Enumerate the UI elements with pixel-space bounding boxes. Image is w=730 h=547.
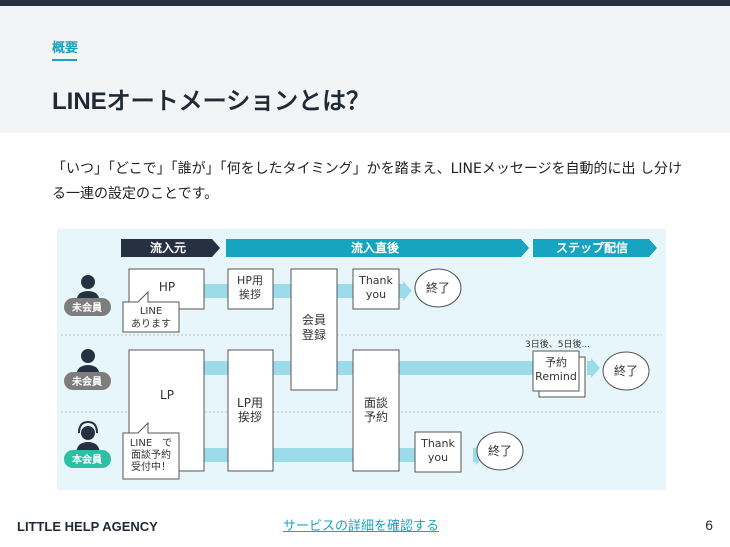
user-row2: 未会員 xyxy=(64,349,111,390)
flow-arrow-row1-d xyxy=(399,281,412,301)
end-node-row1 xyxy=(414,268,462,308)
end-node-row1-label: 終了 xyxy=(426,280,450,295)
thank-you-box-row1 xyxy=(352,268,400,310)
section-underline xyxy=(52,59,77,61)
interview-booking-box xyxy=(352,349,400,472)
flow-arrow-row3-a xyxy=(204,448,228,462)
non-member-badge xyxy=(64,372,111,390)
lp-greeting-line2: 挨拶 xyxy=(238,409,262,424)
line-callout-row1-line1: LINE xyxy=(140,306,162,317)
service-details-link[interactable]: サービスの詳細を確認する xyxy=(283,519,440,534)
thank-you-row3-line1: Thank xyxy=(420,437,455,450)
flow-arrow-row1-c xyxy=(337,284,353,298)
lp-greeting-box xyxy=(227,349,274,472)
top-bar xyxy=(0,0,730,6)
flow-arrow-row2-d xyxy=(399,361,533,375)
interview-booking-line1: 面談 xyxy=(364,395,388,410)
thank-you-row1-line1: Thank xyxy=(358,274,393,287)
person-icon xyxy=(81,349,95,363)
lp-greeting-line1: LP用 xyxy=(237,396,263,410)
member-badge xyxy=(64,450,111,468)
slide-header: 概要 LINEオートメーションとは？ xyxy=(0,6,730,133)
non-member-badge xyxy=(64,298,111,316)
remind-box-line1: 予約 xyxy=(545,355,567,369)
phase-step-arrow xyxy=(533,239,657,257)
line-callout-row1 xyxy=(122,290,180,333)
line-callout-row3 xyxy=(122,421,180,480)
hp-greeting-line2: 挨拶 xyxy=(239,287,261,301)
page-number: 6 xyxy=(705,517,713,533)
flow-arrow-row2-c xyxy=(337,361,353,375)
automation-flow-diagram: 流入元 流入直後 ステップ配信 未会員 xyxy=(57,229,666,490)
flow-arrow-row2-b xyxy=(273,361,291,375)
person-icon xyxy=(81,275,95,289)
lp-box-label: LP xyxy=(160,388,174,402)
thank-you-row3-line2: you xyxy=(428,451,448,464)
line-callout-row3-line3: 受付中！ xyxy=(131,460,171,473)
line-callout-row3-line2: 面談予約 xyxy=(131,448,171,461)
user-row3: 本会員 xyxy=(64,420,111,468)
flow-arrow-row2-e xyxy=(587,358,600,378)
hp-box-label: HP xyxy=(159,280,175,294)
user-row1: 未会員 xyxy=(64,275,111,316)
interview-booking-line2: 予約 xyxy=(364,409,388,424)
hp-greeting-line1: HP用 xyxy=(237,274,263,287)
phase-source-arrow xyxy=(121,239,220,257)
flow-arrow-row1-b xyxy=(273,284,291,298)
member-registration-line2: 登録 xyxy=(302,327,326,342)
thank-you-box-row3 xyxy=(414,431,462,473)
line-callout-row1-line2: あります xyxy=(131,318,171,330)
agency-name: LITTLE HELP AGENCY xyxy=(17,519,158,534)
phase-direct-label: 流入直後 xyxy=(351,240,400,255)
remind-box xyxy=(532,350,580,392)
flow-arrow-row1-a xyxy=(204,284,228,298)
flow-arrow-row2-a xyxy=(204,361,228,375)
phase-direct-arrow xyxy=(226,239,529,257)
phase-source-label: 流入元 xyxy=(150,240,186,255)
user-row2-label: 未会員 xyxy=(71,375,102,388)
description-text: 「いつ」「どこで」「誰が」「何をしたタイミング」かを踏まえ、LINEメッセージを… xyxy=(52,161,682,202)
line-callout-row3-line1: LINE で xyxy=(130,438,172,449)
thank-you-row1-line2: you xyxy=(366,288,386,301)
flow-arrow-row3-b xyxy=(273,448,353,462)
section-label: 概要 xyxy=(52,41,79,56)
end-node-row3-label: 終了 xyxy=(488,443,512,458)
hp-greeting-box xyxy=(227,268,274,310)
member-registration-box xyxy=(290,268,338,391)
slide-footer: LITTLE HELP AGENCY サービスの詳細を確認する 6 xyxy=(0,503,730,547)
end-node-row3 xyxy=(476,431,524,471)
slide-title: LINEオートメーションとは？ xyxy=(52,88,371,115)
person-headset-icon xyxy=(81,426,95,440)
remind-box-line2: Remind xyxy=(535,370,577,383)
member-registration-line1: 会員 xyxy=(302,313,326,327)
flow-arrow-row3-c xyxy=(399,448,415,462)
phase-step-label: ステップ配信 xyxy=(556,240,628,255)
end-node-row2 xyxy=(602,351,650,391)
user-row3-label: 本会員 xyxy=(72,453,102,466)
end-node-row2-label: 終了 xyxy=(614,363,638,378)
step-timing-label: 3日後、5日後... xyxy=(525,338,590,350)
user-row1-label: 未会員 xyxy=(71,301,102,314)
